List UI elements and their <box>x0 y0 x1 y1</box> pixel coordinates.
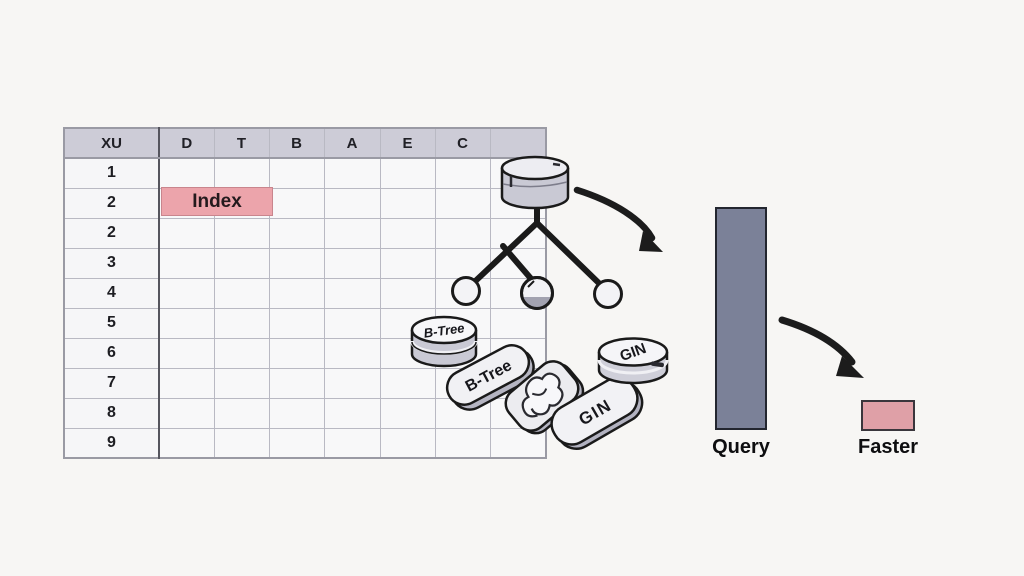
grid-cell <box>213 367 270 399</box>
grid-cell <box>158 277 215 309</box>
grid-cell <box>323 307 381 339</box>
grid-cell <box>213 307 270 339</box>
column-header-t: T <box>213 127 270 159</box>
grid-cell <box>268 247 325 279</box>
grid-cell <box>268 367 325 399</box>
row-number-cell: 3 <box>63 247 160 279</box>
grid-cell <box>268 427 325 459</box>
spreadsheet-table: XU D T B A E C 1 2 2 3 4 5 6 7 8 9 <box>63 127 547 459</box>
tree-node-circles <box>451 276 623 310</box>
curved-arrow-icon <box>778 316 864 378</box>
grid-cell <box>323 397 381 429</box>
grid-cell <box>379 157 436 189</box>
grid-cell <box>213 397 270 429</box>
grid-cell <box>158 427 215 459</box>
grid-cell <box>158 397 215 429</box>
curved-arrow-icon <box>573 186 663 252</box>
table-row: 3 <box>63 247 547 279</box>
column-header-empty <box>489 127 547 159</box>
index-highlight-cell: Index <box>161 187 273 216</box>
index-tree-diagram: B-Tree B-Tree GIN GIN <box>410 155 669 450</box>
grid-cell <box>268 217 325 249</box>
grid-cell <box>323 187 381 219</box>
grid-cell <box>158 367 215 399</box>
grid-cell <box>323 217 381 249</box>
grid-cell <box>158 337 215 369</box>
grid-cell <box>434 157 491 189</box>
btree-pill: B-Tree <box>445 344 535 411</box>
grid-cell <box>158 247 215 279</box>
row-number-cell: 7 <box>63 367 160 399</box>
query-label: Query <box>712 436 770 458</box>
grid-cell <box>213 247 270 279</box>
grid-cell <box>158 307 215 339</box>
grid-cell <box>268 157 325 189</box>
gin-cylinder: GIN <box>597 337 669 385</box>
grid-cell <box>268 307 325 339</box>
row-number-cell: 5 <box>63 307 160 339</box>
row-number-cell: 6 <box>63 337 160 369</box>
column-header-e: E <box>379 127 436 159</box>
column-header-b: B <box>268 127 325 159</box>
faster-label: Faster <box>857 436 919 458</box>
grid-cell <box>158 217 215 249</box>
grid-cell <box>379 427 436 459</box>
gin-pill: GIN <box>550 376 644 450</box>
row-number-cell: 2 <box>63 187 160 219</box>
grid-cell <box>434 427 491 459</box>
row-number-cell: 1 <box>63 157 160 189</box>
grid-cell <box>323 277 381 309</box>
grid-cell <box>213 277 270 309</box>
row-number-cell: 9 <box>63 427 160 459</box>
grid-cell <box>213 217 270 249</box>
table-row: 9 <box>63 427 547 459</box>
grid-cell <box>379 247 436 279</box>
row-number-cell: 2 <box>63 217 160 249</box>
query-bar <box>715 207 767 430</box>
grid-cell <box>268 397 325 429</box>
grid-cell <box>268 187 325 219</box>
table-row: 8 <box>63 397 547 429</box>
grid-cell <box>323 427 381 459</box>
column-header-xu: XU <box>63 127 160 159</box>
grid-cell <box>323 367 381 399</box>
faster-bar <box>861 400 915 431</box>
grid-cell <box>268 277 325 309</box>
row-number-cell: 8 <box>63 397 160 429</box>
header-row: XU D T B A E C <box>63 127 547 159</box>
glyph-squiggle-icon <box>521 372 564 418</box>
grid-cell <box>158 157 215 189</box>
database-cylinder-icon <box>500 155 570 210</box>
grid-cell <box>213 157 270 189</box>
grid-cell <box>323 247 381 279</box>
column-header-c: C <box>434 127 491 159</box>
grid-cell <box>323 337 381 369</box>
grid-cell <box>323 157 381 189</box>
index-label: Index <box>192 190 242 212</box>
column-header-a: A <box>323 127 381 159</box>
row-number-cell: 4 <box>63 277 160 309</box>
node-shading <box>522 297 552 308</box>
grid-cell <box>268 337 325 369</box>
grid-cell <box>213 427 270 459</box>
grid-cell <box>213 337 270 369</box>
btree-coin-stack: B-Tree <box>410 315 478 368</box>
grid-cell <box>379 187 436 219</box>
table-row: 2 <box>63 217 547 249</box>
column-header-d: D <box>158 127 215 159</box>
btree-coin-label: B-Tree <box>423 320 466 341</box>
